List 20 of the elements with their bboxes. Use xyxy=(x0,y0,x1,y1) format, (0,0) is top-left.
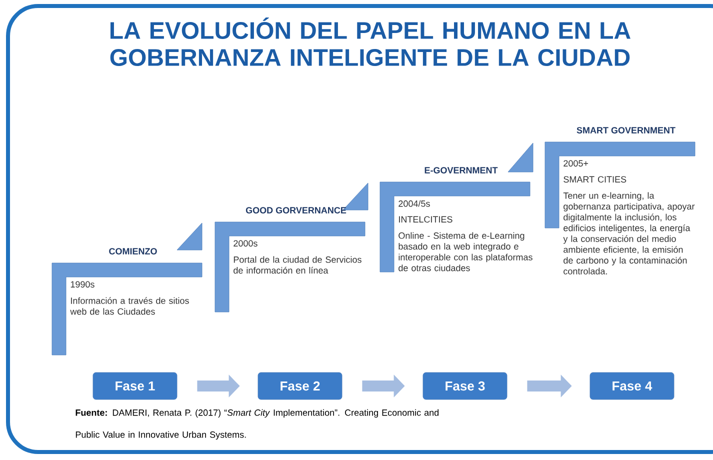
stage-detail: 2000s xyxy=(234,240,258,247)
stage-detail: SMART CITIES xyxy=(564,176,626,183)
stage-heading: GOOD GORVERNANCE xyxy=(246,207,346,214)
stage-heading: E-GOVERNMENT xyxy=(424,167,498,174)
stage-description: Información a través de sitios web de las Ciudades xyxy=(70,297,189,315)
title: LA EVOLUCIÓN DEL PAPEL HUMANO EN LA GOBERNANZA INTELIGENTE DE LA CIUDAD xyxy=(110,18,630,66)
stage-heading: SMART GOVERNMENT xyxy=(576,127,676,134)
stage-description: Online - Sistema de e-Learning basado en la web integrado e interoperable con las plataformas de otras ciudades xyxy=(398,232,532,272)
stage-description: Portal de la ciudad de Servicios de información en línea xyxy=(234,256,362,274)
phase-button: Fase 4 xyxy=(590,372,674,400)
phase-button: Fase 1 xyxy=(92,372,178,400)
stage-detail: INTELCITIES xyxy=(399,216,452,223)
source-citation: Fuente: DAMERI, Renata P. (2017) “Smart City Implementation”. Creating Economic and Public Value in Innovative Urban Systems. xyxy=(76,409,438,440)
phase-button: Fase 3 xyxy=(422,372,508,400)
stage-description: Tener un e-learning, la gobernanza participativa, apoyar digitalmente la inclusión, los edificios inteligentes, la energía y la conservación del medio ambiente eficiente, la emisión de carbono y la contaminación controlada. xyxy=(563,192,695,274)
stage-heading: COMIENZO xyxy=(109,248,157,254)
stage-detail: 2005+ xyxy=(564,160,588,167)
phase-button: Fase 2 xyxy=(258,372,342,400)
stage-detail: 2004/5s xyxy=(398,200,430,207)
stage-detail: 1990s xyxy=(70,281,94,288)
